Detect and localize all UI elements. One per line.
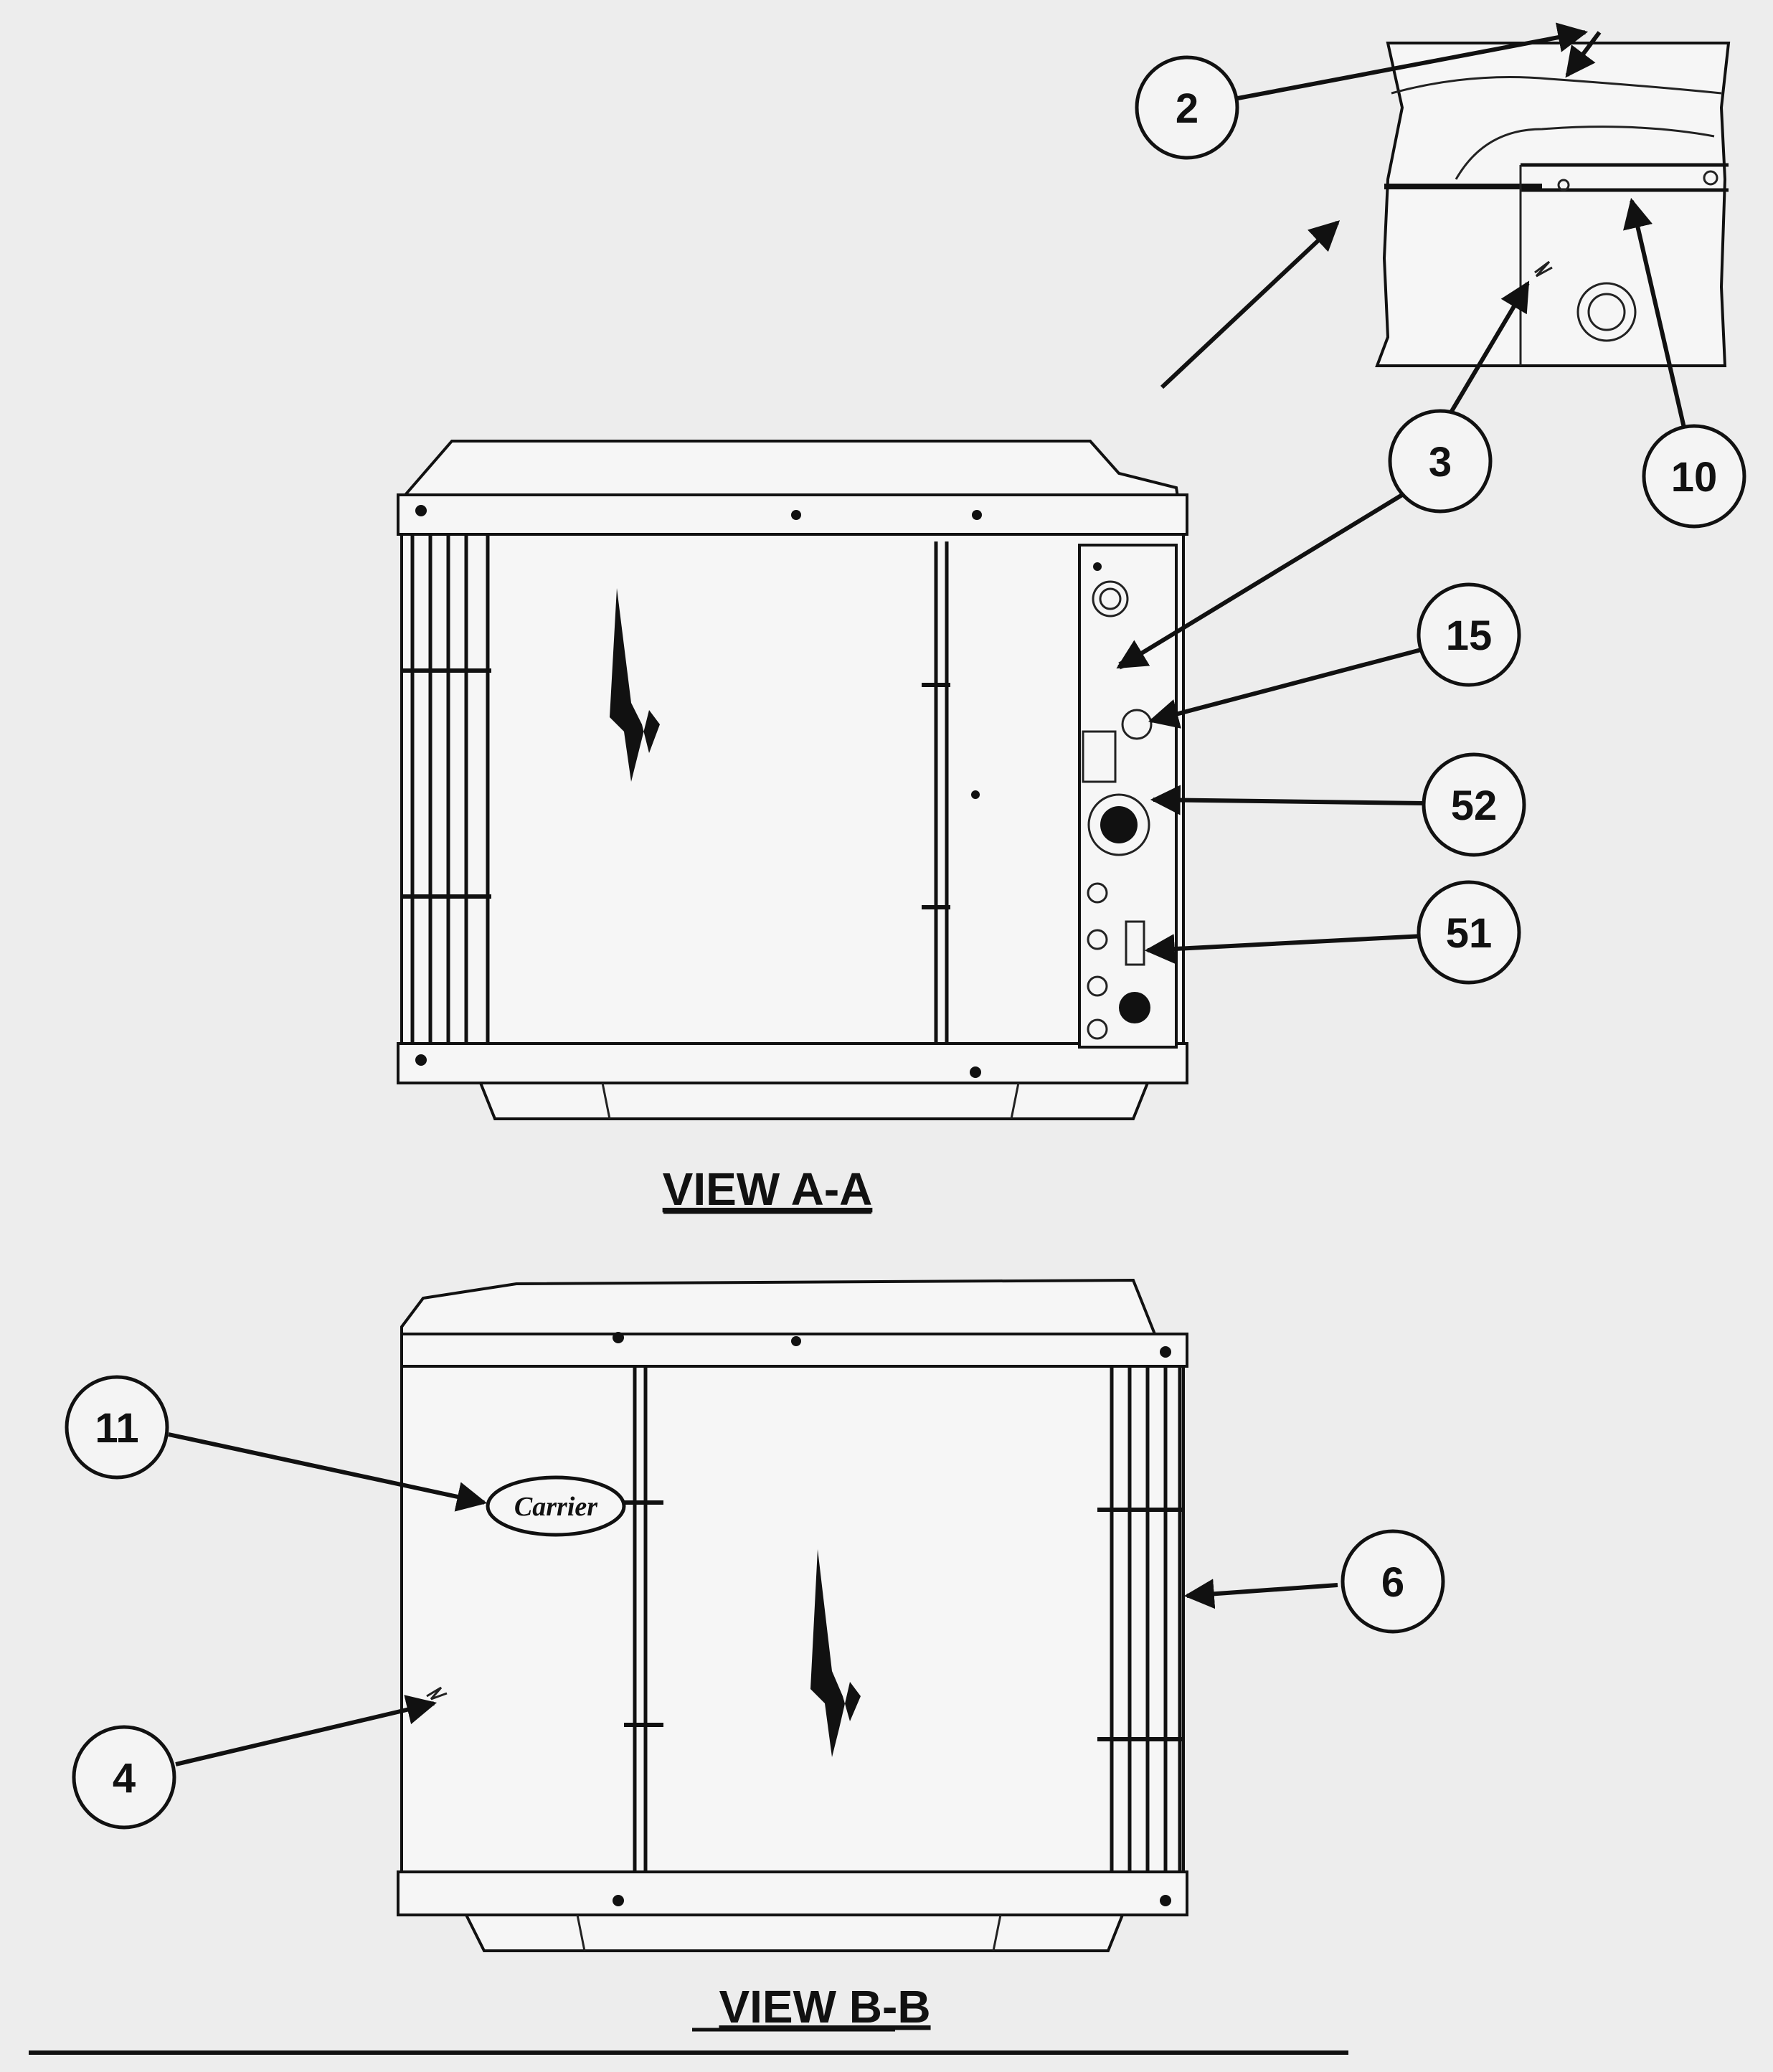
leader-3-inset xyxy=(1447,280,1530,417)
leader-3 xyxy=(1116,493,1404,669)
leader-10 xyxy=(1623,197,1688,435)
view-b-title: VIEW B-B xyxy=(719,1981,930,2033)
leader-51 xyxy=(1144,934,1424,965)
brand-symbol-a xyxy=(610,588,660,782)
callout-10: 10 xyxy=(1642,424,1746,529)
view-a-unit xyxy=(397,440,1188,1120)
svg-text:52: 52 xyxy=(1451,782,1498,829)
view-a-title: VIEW A-A xyxy=(663,1163,873,1215)
callout-11: 11 xyxy=(65,1375,169,1480)
svg-text:2: 2 xyxy=(1176,85,1198,132)
callout-2: 2 xyxy=(1135,55,1239,160)
leader-4 xyxy=(175,1695,438,1766)
leader-2b xyxy=(1565,31,1602,78)
svg-text:6: 6 xyxy=(1381,1559,1404,1606)
svg-text:15: 15 xyxy=(1446,612,1493,659)
callout-4: 4 xyxy=(72,1725,176,1830)
callout-15: 15 xyxy=(1417,582,1521,687)
detail-inset xyxy=(1375,42,1731,367)
svg-text:3: 3 xyxy=(1429,439,1452,486)
leader-15 xyxy=(1148,647,1424,729)
leader-2 xyxy=(1226,22,1589,103)
leader-52 xyxy=(1150,785,1424,815)
carrier-logo-badge xyxy=(486,1475,626,1537)
leader-11 xyxy=(168,1432,488,1512)
callout-6: 6 xyxy=(1341,1529,1445,1634)
svg-text:11: 11 xyxy=(95,1405,138,1452)
view-b-unit: Carrier xyxy=(397,1278,1188,1952)
leader-6 xyxy=(1183,1579,1338,1609)
callout-3-inset: 3 xyxy=(1388,409,1493,514)
svg-text:51: 51 xyxy=(1446,910,1493,957)
callout-52: 52 xyxy=(1422,752,1526,857)
brand-symbol-b xyxy=(810,1549,861,1757)
callout-51: 51 xyxy=(1417,880,1521,985)
detail-pointer-arrow xyxy=(1160,220,1341,389)
svg-text:10: 10 xyxy=(1671,454,1718,501)
svg-text:4: 4 xyxy=(113,1755,136,1802)
carrier-logo-text: Carrier xyxy=(514,1492,598,1522)
